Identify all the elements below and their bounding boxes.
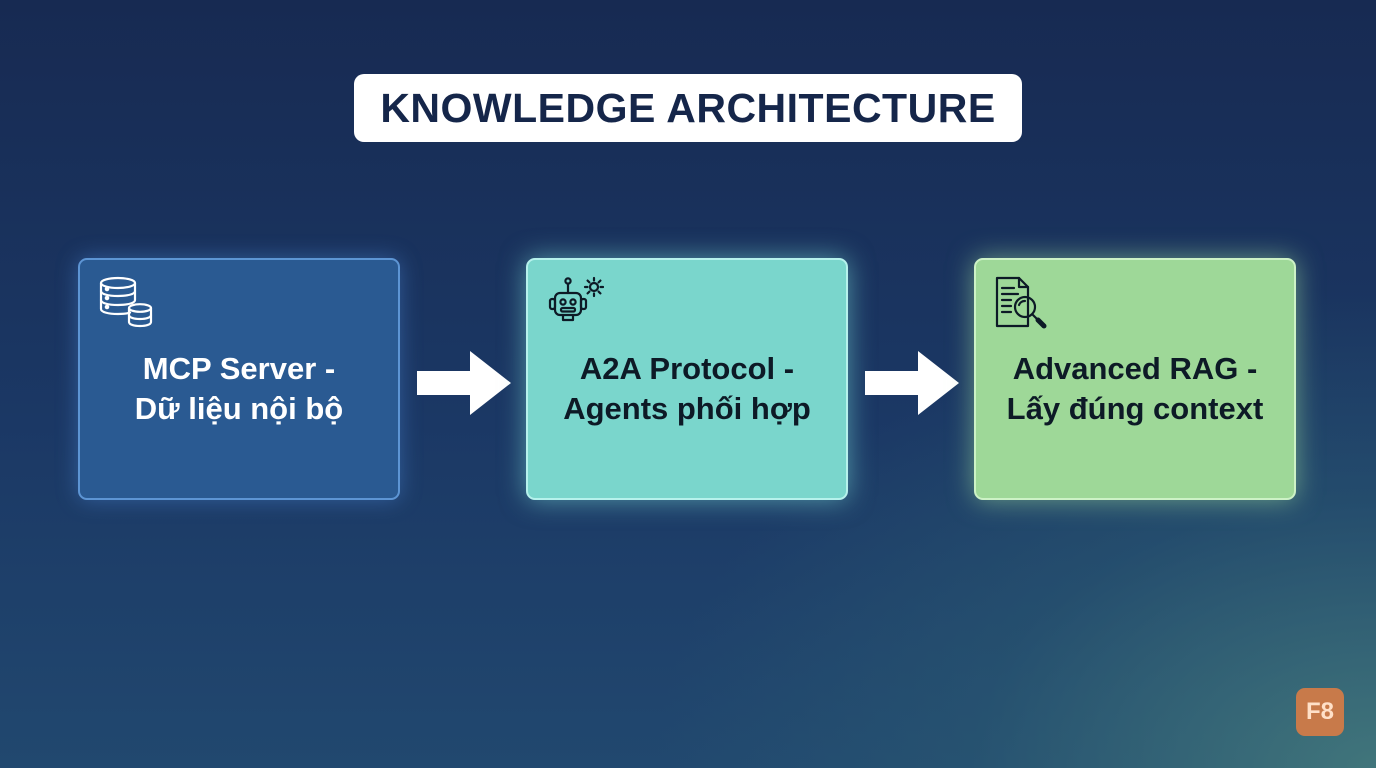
- step-label-line2: Lấy đúng context: [1006, 391, 1264, 426]
- right-arrow-icon: [865, 351, 959, 415]
- step-label-line2: Agents phối hợp: [563, 391, 811, 426]
- step-card-a2a-protocol: A2A Protocol - Agents phối hợp: [526, 258, 848, 500]
- step-label-line2: Dữ liệu nội bộ: [134, 391, 344, 426]
- f8-logo-text: F8: [1305, 698, 1334, 725]
- step-card-mcp-server: MCP Server - Dữ liệu nội bộ: [78, 258, 400, 500]
- title-banner: KNOWLEDGE ARCHITECTURE: [354, 74, 1022, 142]
- page-title: KNOWLEDGE ARCHITECTURE: [380, 84, 996, 131]
- step-label-line1: MCP Server -: [142, 351, 336, 386]
- f8-logo: F8: [1296, 688, 1344, 736]
- step-label-line1: A2A Protocol -: [579, 351, 795, 386]
- database-icon: [99, 276, 153, 328]
- step-label: Advanced RAG - Lấy đúng context: [985, 349, 1285, 429]
- robot-gear-icon: [548, 276, 604, 322]
- step-card-advanced-rag: Advanced RAG - Lấy đúng context: [974, 258, 1296, 500]
- document-search-icon: [995, 276, 1047, 329]
- step-label-line1: Advanced RAG -: [1012, 351, 1258, 386]
- step-label: A2A Protocol - Agents phối hợp: [537, 349, 837, 429]
- step-label: MCP Server - Dữ liệu nội bộ: [89, 349, 389, 429]
- right-arrow-icon: [417, 351, 511, 415]
